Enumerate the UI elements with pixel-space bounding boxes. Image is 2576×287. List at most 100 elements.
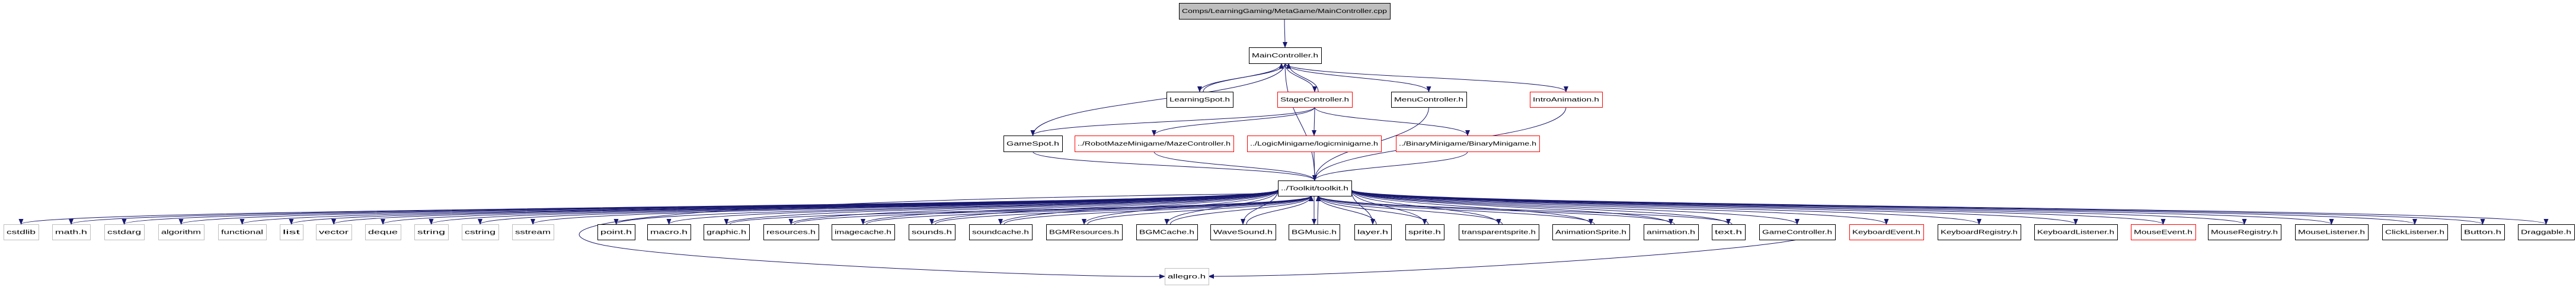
- graph-node-mouselist[interactable]: MouseListener.h: [2295, 224, 2369, 240]
- node-box: [647, 224, 691, 240]
- graph-node-kbevent[interactable]: KeyboardEvent.h: [1849, 224, 1924, 240]
- graph-node-functional[interactable]: functional: [218, 224, 267, 240]
- graph-node-math[interactable]: math.h: [52, 224, 91, 240]
- node-label: list: [283, 230, 300, 236]
- graph-node-allegro[interactable]: allegro.h: [1165, 268, 1209, 285]
- graph-node-kbreg[interactable]: KeyboardRegistry.h: [1938, 224, 2021, 240]
- graph-node-animsprite[interactable]: AnimationSprite.h: [1552, 224, 1630, 240]
- node-label: math.h: [55, 230, 87, 236]
- node-box: [2382, 224, 2448, 240]
- graph-node-tsprite[interactable]: transparentsprite.h: [1459, 224, 1539, 240]
- graph-node-algorithm[interactable]: algorithm: [158, 224, 204, 240]
- edge-toolkit-to-resources: [788, 189, 1279, 225]
- node-box: [512, 224, 554, 240]
- graph-node-macro[interactable]: macro.h: [647, 224, 691, 240]
- graph-node-gamectrl[interactable]: GameController.h: [1759, 224, 1836, 240]
- graph-node-clicklist[interactable]: ClickListener.h: [2382, 224, 2448, 240]
- node-label: vector: [319, 230, 349, 236]
- node-box: [1003, 136, 1063, 152]
- node-label: KeyboardListener.h: [2037, 230, 2114, 236]
- node-label: MainController.h: [1252, 53, 1318, 59]
- node-label: LearningSpot.h: [1169, 97, 1230, 104]
- graph-node-cstdlib[interactable]: cstdlib: [4, 224, 39, 240]
- graph-node-main[interactable]: MainController.h: [1249, 47, 1322, 64]
- node-label: MouseEvent.h: [2134, 230, 2193, 236]
- graph-node-string[interactable]: string: [414, 224, 449, 240]
- graph-node-draggable[interactable]: Draggable.h: [2518, 224, 2575, 240]
- graph-node-toolkit[interactable]: ../Toolkit/toolkit.h: [1278, 180, 1352, 196]
- node-label: soundcache.h: [972, 230, 1029, 236]
- graph-node-cstring[interactable]: cstring: [462, 224, 499, 240]
- node-label: BGMusic.h: [1292, 230, 1337, 236]
- node-box: [1849, 224, 1924, 240]
- node-label: text.h: [1715, 230, 1742, 236]
- graph-node-menu[interactable]: MenuController.h: [1391, 92, 1467, 108]
- graph-node-sstream[interactable]: sstream: [512, 224, 554, 240]
- edge-imagecache-to-toolkit: [866, 195, 1313, 225]
- nodes-layer: Comps/LearningGaming/MetaGame/MainContro…: [4, 3, 2575, 285]
- node-box: [316, 224, 352, 240]
- graph-node-bgmusic[interactable]: BGMusic.h: [1289, 224, 1340, 240]
- graph-node-stage[interactable]: StageController.h: [1277, 92, 1353, 108]
- edge-sounds-to-toolkit: [935, 195, 1313, 225]
- graph-node-wavesound[interactable]: WaveSound.h: [1210, 224, 1276, 240]
- node-label: sounds.h: [912, 230, 952, 236]
- graph-node-button[interactable]: Button.h: [2461, 224, 2505, 240]
- graph-node-gamespot[interactable]: GameSpot.h: [1003, 136, 1063, 152]
- graph-node-animation[interactable]: animation.h: [1644, 224, 1699, 240]
- graph-node-intro[interactable]: IntroAnimation.h: [1530, 92, 1603, 108]
- graph-node-kblist[interactable]: KeyboardListener.h: [2034, 224, 2118, 240]
- node-label: IntroAnimation.h: [1533, 97, 1599, 104]
- graph-node-graphic[interactable]: graphic.h: [704, 224, 750, 240]
- graph-node-imagecache[interactable]: imagecache.h: [832, 224, 895, 240]
- graph-node-mouseevent[interactable]: MouseEvent.h: [2131, 224, 2196, 240]
- node-label: graphic.h: [707, 230, 746, 236]
- graph-node-soundcache[interactable]: soundcache.h: [969, 224, 1033, 240]
- edge-toolkit-to-sounds: [929, 189, 1279, 225]
- node-box: [2518, 224, 2575, 240]
- graph-node-sounds[interactable]: sounds.h: [909, 224, 955, 240]
- node-label: ../BinaryMinigame/BinaryMinigame.h: [1399, 141, 1536, 147]
- graph-node-cstdarg[interactable]: cstdarg: [104, 224, 145, 240]
- graph-node-list[interactable]: list: [280, 224, 303, 240]
- edge-toolkit-to-kbreg: [1351, 189, 1981, 225]
- node-label: WaveSound.h: [1213, 230, 1273, 236]
- graph-node-learn[interactable]: LearningSpot.h: [1166, 92, 1233, 108]
- node-box: [969, 224, 1033, 240]
- graph-node-vector[interactable]: vector: [316, 224, 352, 240]
- graph-node-bgmcache[interactable]: BGMCache.h: [1136, 224, 1198, 240]
- edge-main-to-menu: [1284, 63, 1431, 92]
- node-box: [1391, 92, 1467, 108]
- graph-node-logic[interactable]: ../LogicMinigame/logicminigame.h: [1247, 136, 1382, 152]
- graph-node-maze[interactable]: ../RobotMazeMinigame/MazeController.h: [1075, 136, 1234, 152]
- graph-node-resources[interactable]: resources.h: [763, 224, 819, 240]
- graph-node-bgmres[interactable]: BGMResources.h: [1046, 224, 1123, 240]
- edge-maze-to-toolkit: [1153, 151, 1317, 181]
- edge-gamespot-to-toolkit: [1033, 151, 1317, 181]
- graph-node-sprite[interactable]: sprite.h: [1405, 224, 1444, 240]
- graph-node-layer[interactable]: layer.h: [1354, 224, 1392, 240]
- graph-node-binary[interactable]: ../BinaryMinigame/BinaryMinigame.h: [1396, 136, 1540, 152]
- edge-toolkit-to-layer: [1351, 189, 1375, 225]
- node-box: [2295, 224, 2369, 240]
- node-label: Comps/LearningGaming/MetaGame/MainContro…: [1182, 8, 1388, 15]
- edge-toolkit-to-mouseevent: [1351, 189, 2166, 225]
- node-box: [1712, 224, 1746, 240]
- graph-node-mousereg[interactable]: MouseRegistry.h: [2208, 224, 2281, 240]
- node-box: [218, 224, 267, 240]
- node-box: [1938, 224, 2021, 240]
- node-label: KeyboardRegistry.h: [1941, 230, 2018, 236]
- node-box: [1210, 224, 1276, 240]
- graph-node-deque[interactable]: deque: [365, 224, 401, 240]
- edge-wavesound-to-toolkit: [1246, 195, 1313, 225]
- graph-node-root[interactable]: Comps/LearningGaming/MetaGame/MainContro…: [1179, 3, 1391, 20]
- node-box: [763, 224, 819, 240]
- graph-node-point[interactable]: point.h: [597, 224, 635, 240]
- edge-toolkit-to-algorithm: [179, 189, 1279, 225]
- edge-gamectrl-to-allegro: [1208, 239, 1798, 279]
- edge-main-to-toolkit: [1284, 63, 1317, 181]
- node-label: cstdlib: [7, 230, 36, 236]
- graph-node-text[interactable]: text.h: [1712, 224, 1746, 240]
- node-box: [1166, 92, 1233, 108]
- edge-toolkit-to-mouselist: [1351, 189, 2334, 225]
